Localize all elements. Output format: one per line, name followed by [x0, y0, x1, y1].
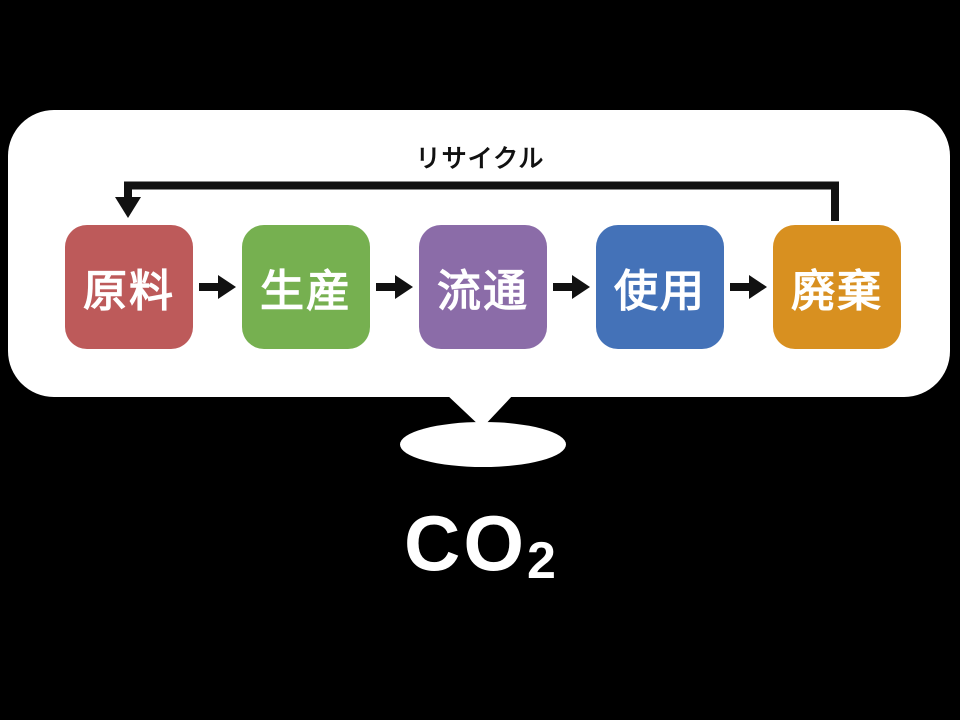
- stage-box-raw-material: 原料: [65, 225, 193, 349]
- stage-box-disposal: 廃棄: [773, 225, 901, 349]
- co2-subscript: 2: [527, 532, 556, 590]
- stage-box-distribution: 流通: [419, 225, 547, 349]
- arrow-right-icon: [548, 274, 596, 300]
- arrow-right-icon: [194, 274, 242, 300]
- recycle-label: リサイクル: [415, 145, 545, 173]
- arrow-right-icon: [725, 274, 773, 300]
- stage-row: 原料 生産 流通 使用: [65, 225, 901, 349]
- stage-box-use: 使用: [596, 225, 724, 349]
- emission-ellipse: [400, 422, 566, 467]
- co2-label: CO2: [0, 498, 960, 591]
- stage-box-production: 生産: [242, 225, 370, 349]
- co2-formula: CO: [404, 499, 528, 587]
- arrow-right-icon: [371, 274, 419, 300]
